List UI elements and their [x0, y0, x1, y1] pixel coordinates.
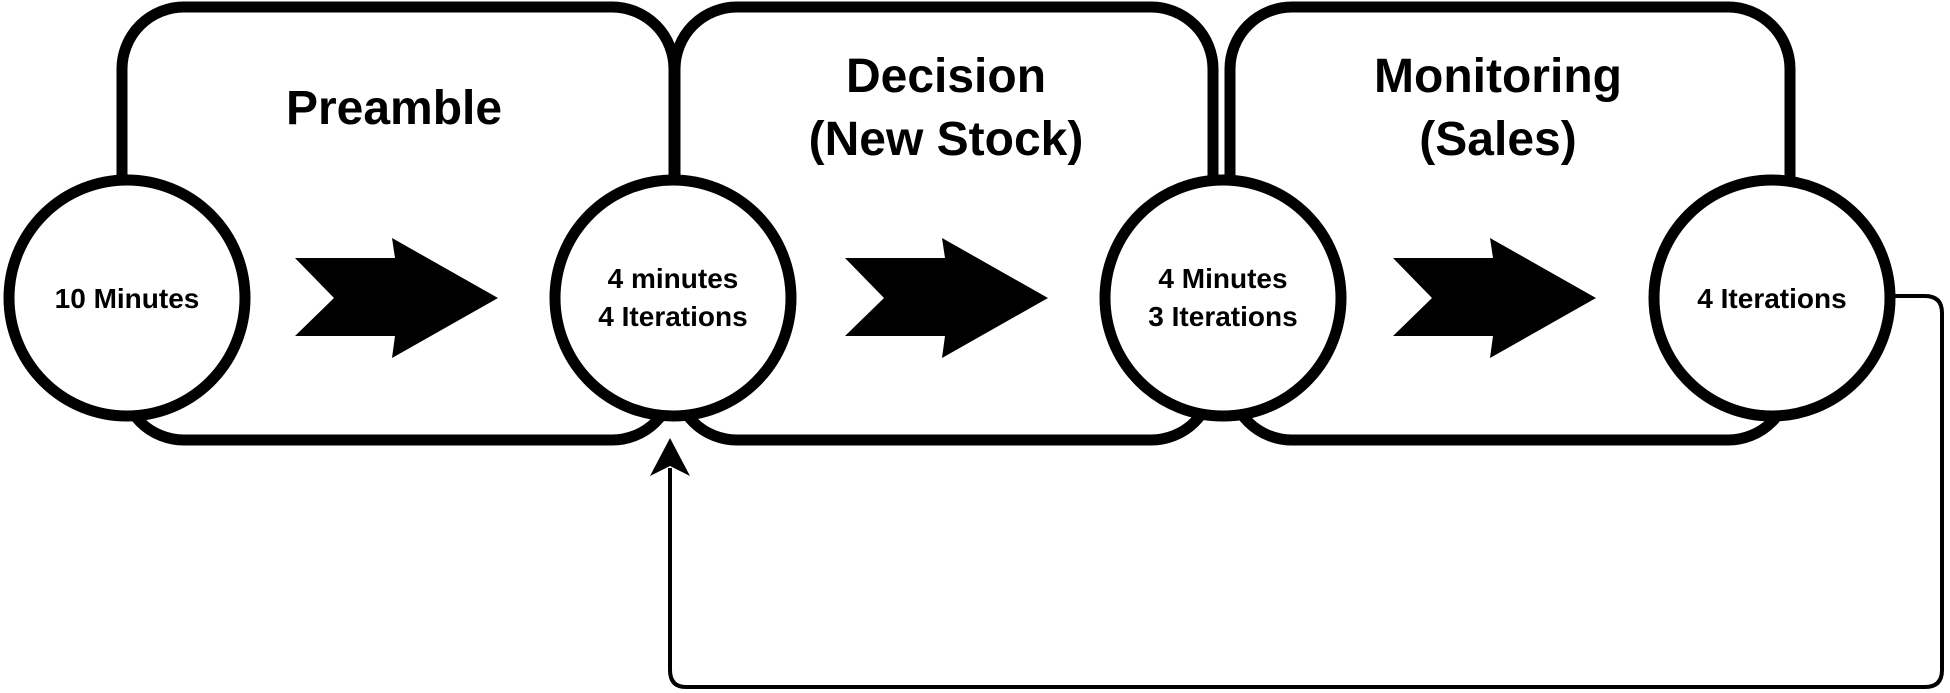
node-monitoring-entry-line1: 4 Minutes: [1158, 263, 1287, 294]
stage-title-monitoring-line1: Monitoring: [1374, 50, 1622, 103]
stage-title-decision-line1: Decision: [846, 50, 1046, 103]
stage-title-decision-line2: (New Stock): [809, 113, 1084, 166]
stage-title-monitoring-line2: (Sales): [1419, 113, 1576, 166]
node-decision-entry: [549, 174, 797, 422]
stage-3-arrow: [1393, 238, 1596, 358]
node-monitoring-entry: [1099, 174, 1347, 422]
stage-title-preamble: Preamble: [286, 82, 502, 135]
node-monitoring-entry-line2: 3 Iterations: [1148, 301, 1297, 332]
node-decision-entry-line2: 4 Iterations: [598, 301, 747, 332]
feedback-loop-line: [668, 294, 1944, 689]
node-start-label: 10 Minutes: [55, 283, 200, 314]
feedback-loop-arrowhead: [650, 438, 690, 476]
stage-2-arrow: [845, 238, 1048, 358]
node-decision-entry-line1: 4 minutes: [608, 263, 739, 294]
node-start: [3, 174, 251, 422]
node-end-label: 4 Iterations: [1697, 283, 1846, 314]
stage-1-arrow: [295, 238, 498, 358]
node-end: [1648, 174, 1896, 422]
